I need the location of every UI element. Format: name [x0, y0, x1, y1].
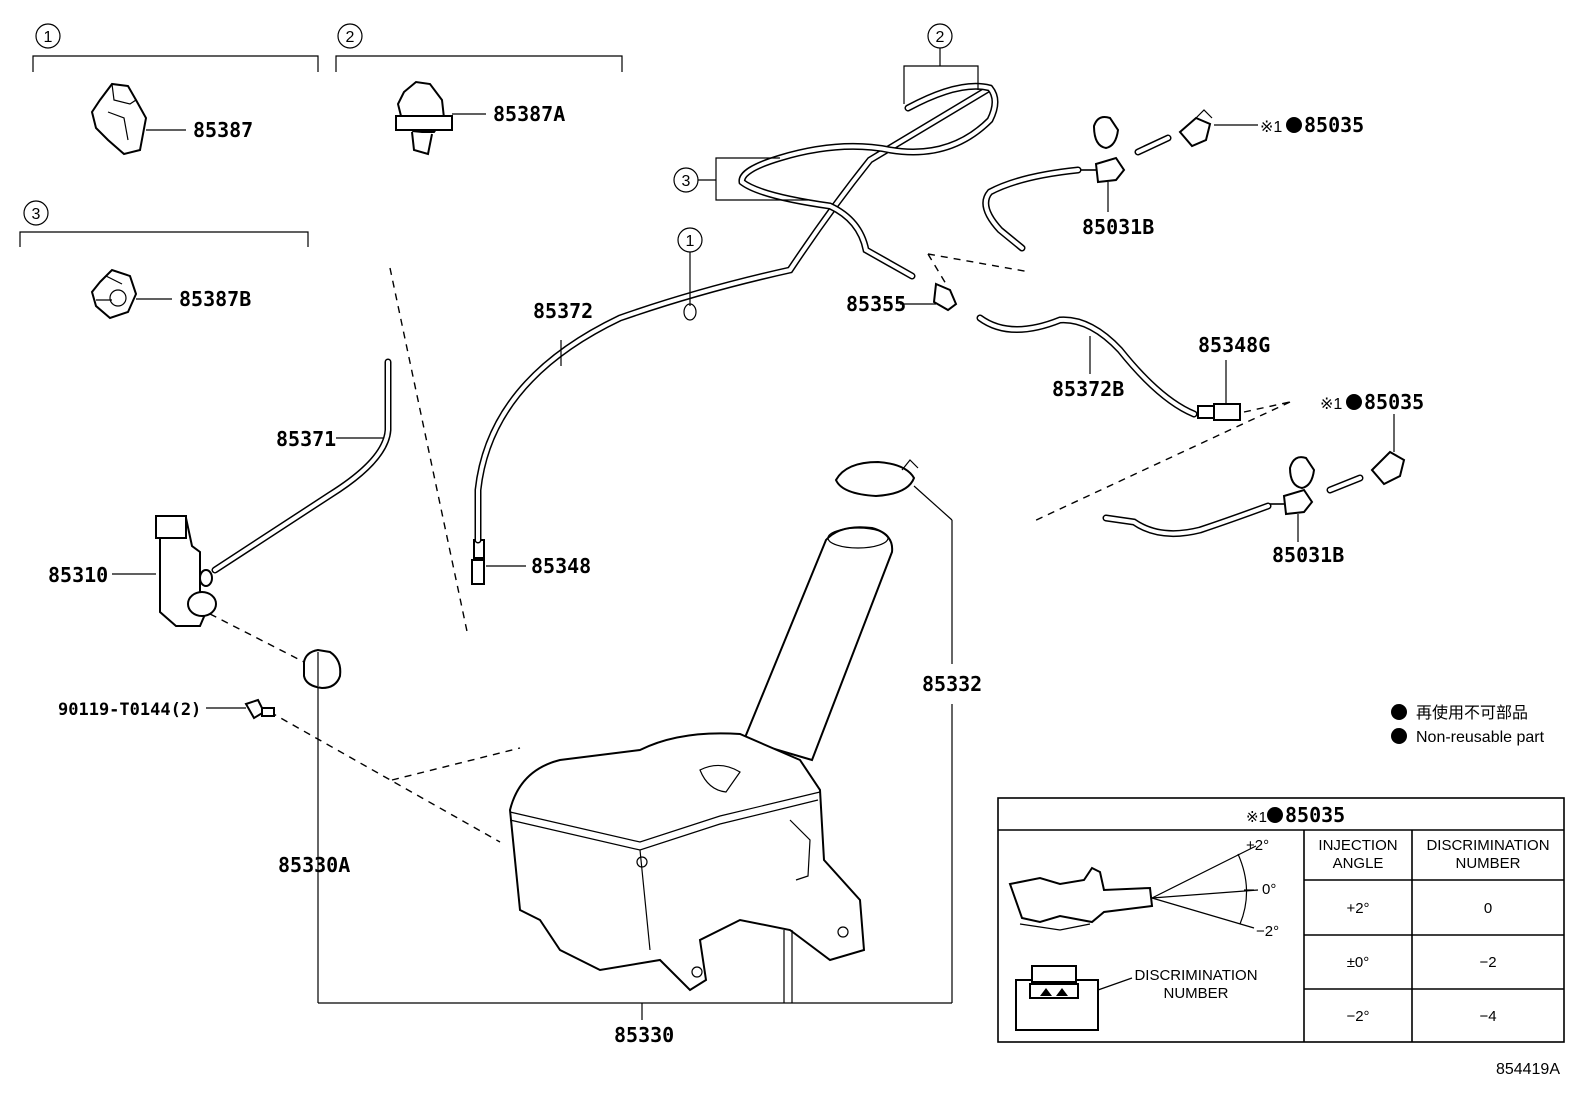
- angle-plus-label: +2°: [1246, 837, 1269, 854]
- washer-tank-85330: [508, 526, 894, 992]
- hose-upper-valve: [982, 166, 1082, 252]
- clamp-85387B-drawing: [90, 268, 172, 320]
- col-discrimination-2: NUMBER: [1455, 855, 1520, 872]
- table-title-part: 85035: [1285, 803, 1345, 827]
- nozzle-85035-lower: [1370, 450, 1406, 486]
- part-85387A-label: 85387A: [493, 102, 565, 126]
- svg-text:1: 1: [686, 233, 695, 250]
- group-2-bracket: 2: [335, 23, 623, 72]
- joint-85355: [932, 282, 958, 312]
- col-injection-angle-2: ANGLE: [1333, 855, 1384, 872]
- nozzle-angle-illustration: +2° 0° −2°: [1008, 837, 1279, 940]
- hose-85371: [211, 358, 392, 574]
- legend: 再使用不可部品 Non-reusable part: [1391, 704, 1545, 746]
- callout-discrimination-1: DISCRIMINATION: [1134, 967, 1257, 984]
- part-85348G-label: 85348G: [1198, 333, 1270, 357]
- part-85031B-lower-label: 85031B: [1272, 543, 1344, 567]
- check-valve-85031B-lower: [1268, 488, 1314, 516]
- group-1-bracket: 1: [32, 23, 319, 72]
- discrimination-illustration: DISCRIMINATION NUMBER: [1015, 965, 1258, 1031]
- non-reusable-dot-lower: [1346, 394, 1362, 410]
- clamp-85387-drawing: [90, 82, 186, 156]
- short-hose-lower: [1326, 474, 1364, 494]
- cap-lower: [1288, 456, 1316, 490]
- injection-angle-table: ※1 85035 INJECTION ANGLE DISCRIMINATION …: [997, 797, 1565, 1043]
- table-title-mark: ※1: [1246, 809, 1267, 826]
- part-85332-label: 85332: [922, 672, 982, 696]
- callout-discrimination-2: NUMBER: [1163, 985, 1228, 1002]
- hose-tag-2: 2: [903, 23, 979, 104]
- row-2-angle: ±0°: [1347, 954, 1370, 971]
- row-1-angle: +2°: [1346, 900, 1369, 917]
- part-85372B-label: 85372B: [1052, 377, 1124, 401]
- col-injection-angle-1: INJECTION: [1318, 837, 1397, 854]
- clamp-85387A-drawing: [395, 80, 486, 156]
- svg-text:3: 3: [682, 173, 691, 190]
- joint-85348G: [1197, 403, 1241, 421]
- group-2-number: 2: [346, 29, 355, 46]
- group-1-number: 1: [44, 29, 53, 46]
- col-discrimination-1: DISCRIMINATION: [1426, 837, 1549, 854]
- part-85355-label: 85355: [846, 292, 906, 316]
- group-3-bracket: 3: [19, 200, 309, 247]
- angle-minus-label: −2°: [1256, 923, 1279, 940]
- part-85371-label: 85371: [276, 427, 336, 451]
- joint-85348: [471, 539, 485, 585]
- part-85035-upper-label: 85035: [1304, 113, 1364, 137]
- angle-zero-label: 0°: [1262, 881, 1276, 898]
- tank-cap-85332: [834, 459, 919, 498]
- legend-dot-en: [1391, 728, 1407, 744]
- cap-upper: [1092, 116, 1120, 150]
- table-title-dot: [1267, 807, 1283, 823]
- grommet-85330A: [303, 648, 342, 690]
- legend-jp-text: 再使用不可部品: [1416, 704, 1528, 722]
- washer-pump-85310: [155, 515, 217, 627]
- part-85348-label: 85348: [531, 554, 591, 578]
- part-85387-label: 85387: [193, 118, 253, 142]
- group-3-number: 3: [32, 206, 41, 223]
- non-reusable-dot-upper: [1286, 117, 1302, 133]
- hose-85372B: [976, 314, 1198, 418]
- bolt-90119: [244, 698, 275, 720]
- hose-tag-1: 1: [677, 227, 703, 321]
- note-mark-upper: ※1: [1260, 119, 1282, 136]
- part-90119-label: 90119-T0144(2): [58, 700, 201, 720]
- row-3-disc: −4: [1479, 1008, 1496, 1025]
- hose-tag-3: 3: [673, 157, 808, 201]
- part-85387B-label: 85387B: [179, 287, 251, 311]
- hose-85372: [474, 82, 999, 544]
- part-85035-mid-label: 85035: [1364, 390, 1424, 414]
- row-2-disc: −2: [1479, 954, 1496, 971]
- row-1-disc: 0: [1484, 900, 1492, 917]
- svg-text:2: 2: [936, 29, 945, 46]
- part-85330-label: 85330: [614, 1023, 674, 1047]
- hose-lower-valve: [1102, 502, 1272, 538]
- row-3-angle: −2°: [1346, 1008, 1369, 1025]
- part-85372-label: 85372: [533, 299, 593, 323]
- legend-dot-jp: [1391, 704, 1407, 720]
- short-hose-upper: [1134, 134, 1172, 156]
- legend-en-text: Non-reusable part: [1416, 729, 1545, 746]
- part-85330A-label: 85330A: [278, 853, 350, 877]
- note-mark-lower: ※1: [1320, 396, 1342, 413]
- part-85031B-upper-label: 85031B: [1082, 215, 1154, 239]
- diagram-id: 854419A: [1496, 1061, 1560, 1078]
- part-85310-label: 85310: [48, 563, 108, 587]
- nozzle-85035-upper: [1178, 109, 1213, 148]
- check-valve-85031B-upper: [1080, 156, 1126, 184]
